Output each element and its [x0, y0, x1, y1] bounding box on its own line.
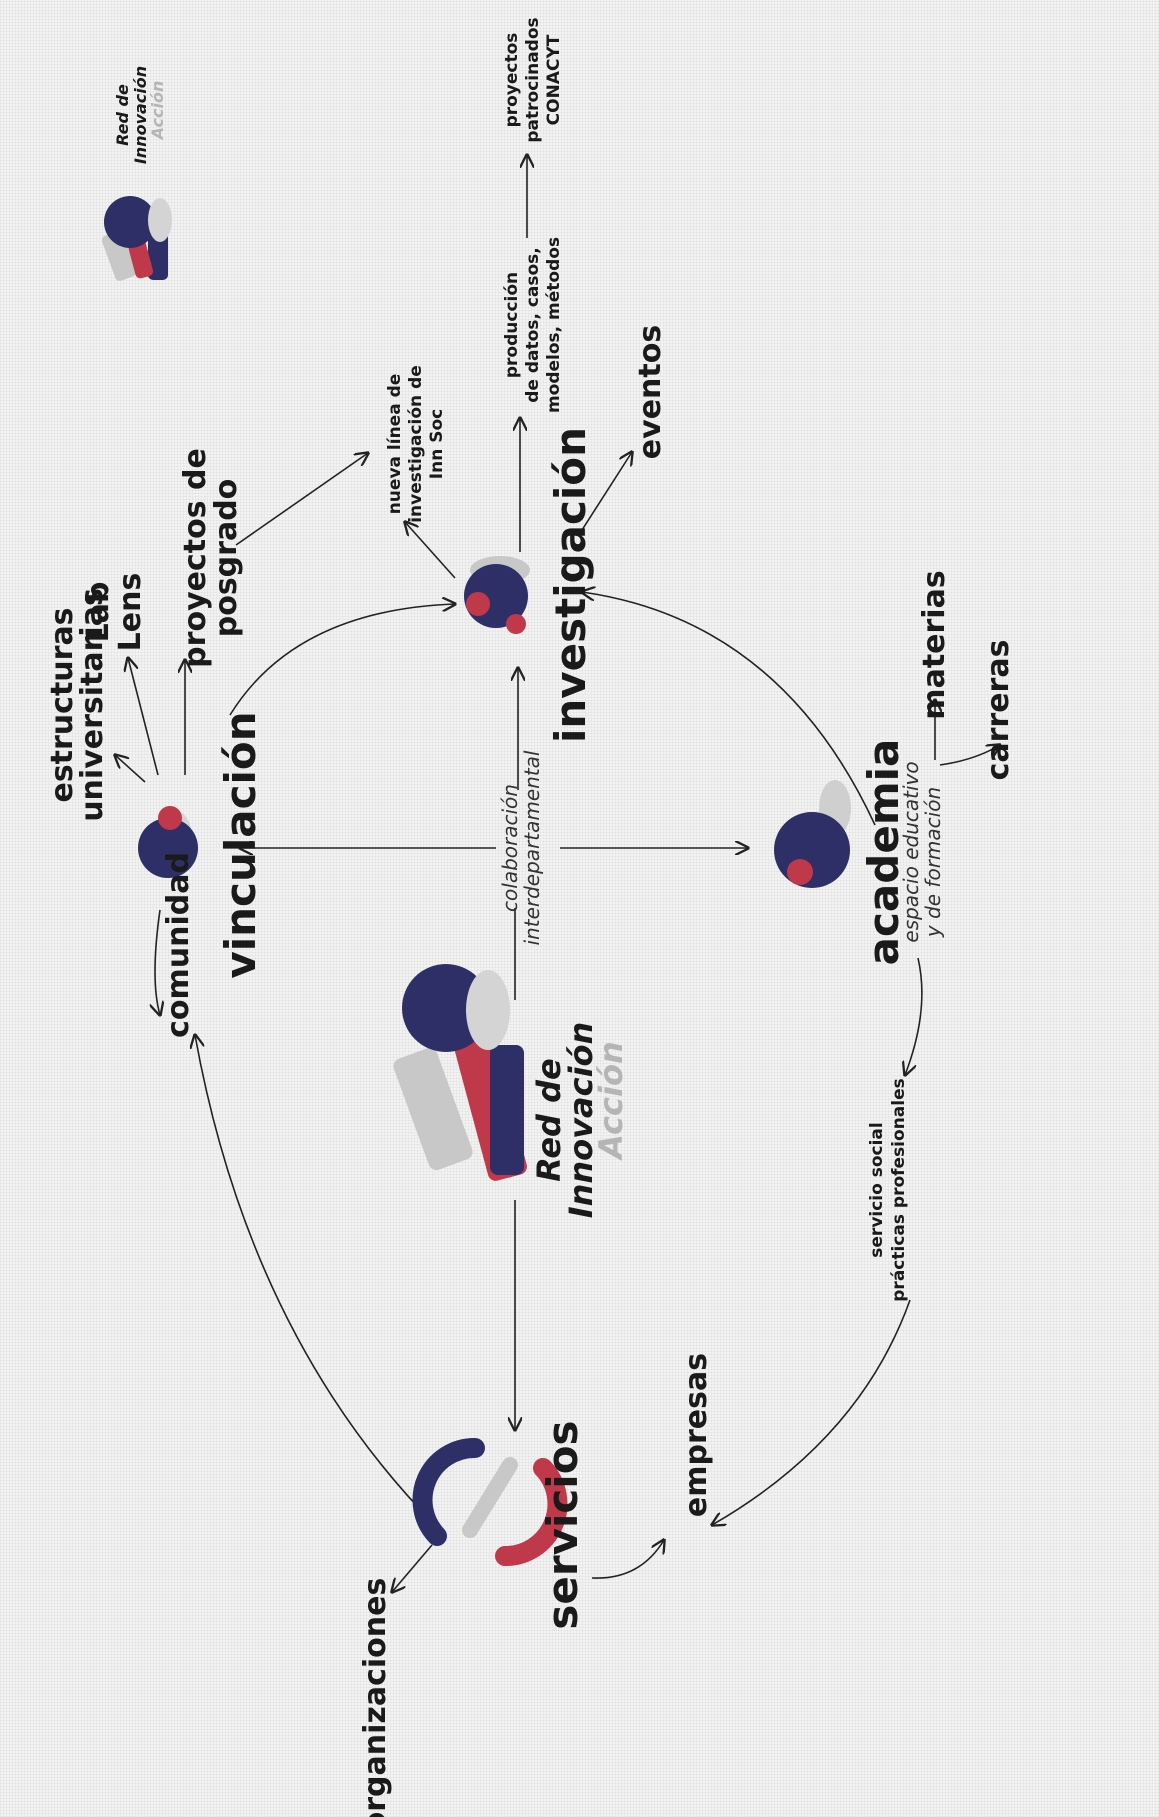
arrow-servicios-comunidad [195, 1035, 441, 1531]
output-proyectos-2: patrocinados [523, 17, 543, 142]
output-estructuras-2: universitarias [75, 588, 110, 822]
brand-line1: Red de [530, 1058, 568, 1181]
arrow-vinculacion-investigacion [229, 604, 455, 716]
center-label-line1: colaboración [498, 784, 522, 912]
arrow-vinculacion-lablens [128, 658, 159, 776]
output-posgrado-1: proyectos de [178, 448, 213, 668]
arrow-academia-investigacion [582, 592, 876, 826]
output-lab: Lab [81, 582, 116, 643]
output-carreras: carreras [981, 640, 1016, 781]
node-vinculacion: vinculación [216, 711, 265, 978]
node-servicios: servicios [538, 1420, 587, 1629]
vinculacion-icon [138, 806, 198, 878]
output-linea-3: Inn Soc [427, 409, 447, 479]
brand-small-line3: Acción [148, 81, 167, 142]
red-innovacion-logo-small [101, 196, 172, 281]
brand-small-line1: Red de [113, 84, 132, 146]
academia-subtitle-1: espacio educativo [899, 761, 923, 942]
output-linea-2: investigación de [406, 365, 426, 523]
output-eventos: eventos [633, 325, 668, 459]
output-linea-1: nueva línea de [385, 374, 405, 515]
output-materias: materias [917, 570, 952, 719]
arrow-academia-carreras [939, 745, 1000, 766]
arrow-posgrado-linea [235, 453, 368, 546]
arrow-servicios-empresas [591, 1540, 664, 1579]
output-empresas: empresas [679, 1353, 714, 1517]
output-lens: Lens [113, 573, 148, 652]
output-estructuras-1: estructuras [45, 607, 80, 802]
output-proyectos-3: CONACYT [544, 34, 564, 125]
arrow-vinculacion-comunidad [155, 909, 160, 1015]
output-servicio-1: servicio social [867, 1122, 887, 1257]
arrow-academia-servicio [905, 957, 923, 1075]
brand-line2: Innovación [562, 1022, 600, 1219]
center-label-line2: interdepartamental [520, 750, 544, 945]
investigacion-icon [464, 556, 530, 634]
output-produccion-3: modelos, métodos [544, 237, 564, 413]
red-innovacion-logo-center [393, 964, 527, 1181]
brand-line3: Acción [592, 1041, 630, 1161]
arrow-servicio-empresas [712, 1299, 911, 1525]
arrow-investigacion-linea [405, 522, 456, 579]
output-posgrado-2: posgrado [209, 479, 244, 638]
output-proyectos-1: proyectos [502, 33, 522, 128]
output-comunidad: comunidad [161, 852, 196, 1038]
output-produccion-2: de datos, casos, [523, 247, 543, 402]
node-academia: academia [859, 739, 908, 966]
academia-icon [774, 780, 851, 888]
arrow-vinculacion-estructuras [115, 755, 146, 783]
arrow-investigacion-eventos [581, 452, 632, 531]
brand-small-line2: Innovación [131, 66, 150, 164]
servicios-icon [412, 1437, 568, 1567]
output-servicio-2: prácticas profesionales [889, 1078, 909, 1301]
output-organizaciones: organizaciones [358, 1578, 393, 1817]
output-produccion-1: producción [502, 272, 522, 378]
node-investigacion: investigación [546, 427, 595, 743]
arrow-servicios-organizaciones [392, 1544, 433, 1592]
academia-subtitle-2: y de formación [921, 787, 945, 938]
